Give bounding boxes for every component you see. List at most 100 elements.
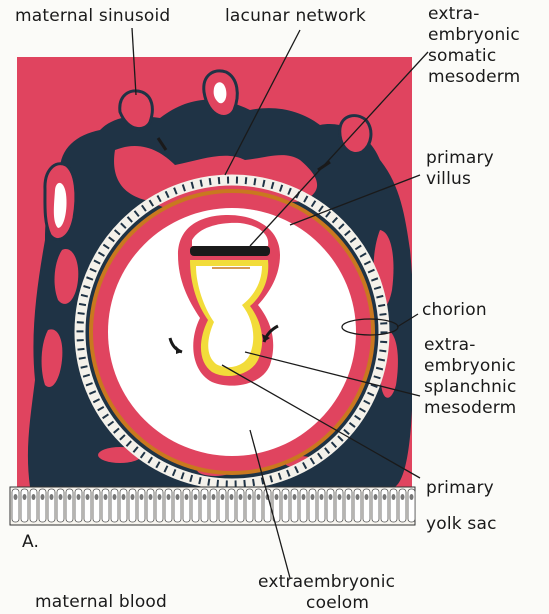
epithelial-cell-nucleus [176, 494, 180, 500]
label-line: extra- [428, 4, 520, 25]
epithelial-cell [318, 489, 325, 522]
epithelial-cell-nucleus [401, 494, 405, 500]
epithelial-cell [75, 489, 82, 522]
label-line: embryonic [424, 356, 517, 377]
label-extraembryonic-coelom: extraembryonic coelom [258, 572, 395, 614]
label-line: extra- [424, 335, 517, 356]
label-line: villus [426, 169, 494, 190]
epithelial-cell-nucleus [275, 494, 279, 500]
uterine-epithelium-cells [12, 489, 415, 522]
label-primary-villus: primary villus [426, 148, 494, 190]
epithelial-cell-nucleus [122, 494, 126, 500]
epithelial-cell-nucleus [212, 494, 216, 500]
epithelial-cell-nucleus [410, 494, 414, 500]
epithelial-cell-nucleus [329, 494, 333, 500]
epithelial-cell-nucleus [167, 494, 171, 500]
epithelial-cell-nucleus [356, 494, 360, 500]
epithelial-cell [291, 489, 298, 522]
epithelial-cell [111, 489, 118, 522]
epithelial-cell [210, 489, 217, 522]
epithelial-cell [336, 489, 343, 522]
epithelial-cell-nucleus [302, 494, 306, 500]
epithelial-cell [93, 489, 100, 522]
epithelial-cell [183, 489, 190, 522]
label-line: primary [426, 470, 497, 506]
epithelial-cell [192, 489, 199, 522]
epithelial-cell-nucleus [293, 494, 297, 500]
label-line: embryonic [428, 25, 520, 46]
epithelial-cell [12, 489, 19, 522]
epithelial-cell-nucleus [104, 494, 108, 500]
label-line: yolk sac [426, 506, 497, 542]
label-chorion: chorion [422, 300, 487, 321]
epithelial-cell-nucleus [140, 494, 144, 500]
epithelial-cell-nucleus [95, 494, 99, 500]
epithelial-cell [237, 489, 244, 522]
epithelial-cell [327, 489, 334, 522]
epithelial-cell-nucleus [77, 494, 81, 500]
label-line: splanchnic [424, 377, 517, 398]
epithelial-cell-nucleus [284, 494, 288, 500]
epithelial-cell [228, 489, 235, 522]
label-line: extraembryonic [258, 572, 395, 593]
label-line: mesoderm [424, 398, 517, 419]
epithelial-cell-nucleus [320, 494, 324, 500]
epithelial-cell [174, 489, 181, 522]
epithelial-cell-nucleus [239, 494, 243, 500]
label-line: coelom [280, 593, 395, 614]
epithelial-cell-nucleus [113, 494, 117, 500]
epithelial-cell [156, 489, 163, 522]
epithelial-cell [39, 489, 46, 522]
epithelial-cell-nucleus [14, 494, 18, 500]
epithelial-cell-nucleus [365, 494, 369, 500]
label-lacunar-network: lacunar network [225, 6, 366, 27]
label-panel-letter: A. [22, 532, 39, 553]
epithelial-cell-nucleus [392, 494, 396, 500]
epithelial-cell [21, 489, 28, 522]
label-line: mesoderm [428, 67, 520, 88]
epithelial-cell [129, 489, 136, 522]
epithelial-cell-nucleus [41, 494, 45, 500]
label-maternal-blood: maternal blood [35, 592, 167, 613]
epithelial-cell [381, 489, 388, 522]
epithelial-cell-nucleus [158, 494, 162, 500]
epithelial-cell-nucleus [230, 494, 234, 500]
epithelial-cell [165, 489, 172, 522]
epithelial-cell [408, 489, 415, 522]
epithelial-cell-nucleus [338, 494, 342, 500]
epithelial-cell-nucleus [32, 494, 36, 500]
epithelial-cell [219, 489, 226, 522]
label-primary-yolk-sac: primary yolk sac [426, 470, 497, 542]
label-extraembryonic-splanchnic-mesoderm: extra- embryonic splanchnic mesoderm [424, 335, 517, 419]
embryonic-disc [190, 246, 270, 256]
epithelial-cell [282, 489, 289, 522]
epithelial-cell-nucleus [50, 494, 54, 500]
epithelial-cell-nucleus [86, 494, 90, 500]
epithelial-cell [30, 489, 37, 522]
epithelial-cell [345, 489, 352, 522]
epithelial-cell [309, 489, 316, 522]
epithelial-cell-nucleus [131, 494, 135, 500]
epithelial-cell-nucleus [203, 494, 207, 500]
epithelial-cell-nucleus [149, 494, 153, 500]
epithelial-cell-nucleus [59, 494, 63, 500]
epithelial-cell-nucleus [248, 494, 252, 500]
epithelial-cell [48, 489, 55, 522]
epithelial-cell [246, 489, 253, 522]
epithelial-cell [66, 489, 73, 522]
epithelial-cell-nucleus [383, 494, 387, 500]
label-maternal-sinusoid: maternal sinusoid [15, 6, 170, 27]
epithelial-cell [138, 489, 145, 522]
epithelial-cell [255, 489, 262, 522]
epithelial-cell-nucleus [68, 494, 72, 500]
epithelial-cell-nucleus [23, 494, 27, 500]
epithelial-cell [147, 489, 154, 522]
epithelial-cell [201, 489, 208, 522]
epithelial-cell-nucleus [347, 494, 351, 500]
epithelial-cell [300, 489, 307, 522]
epithelial-cell [354, 489, 361, 522]
epithelial-cell-nucleus [374, 494, 378, 500]
epithelial-cell [84, 489, 91, 522]
epithelial-cell [399, 489, 406, 522]
